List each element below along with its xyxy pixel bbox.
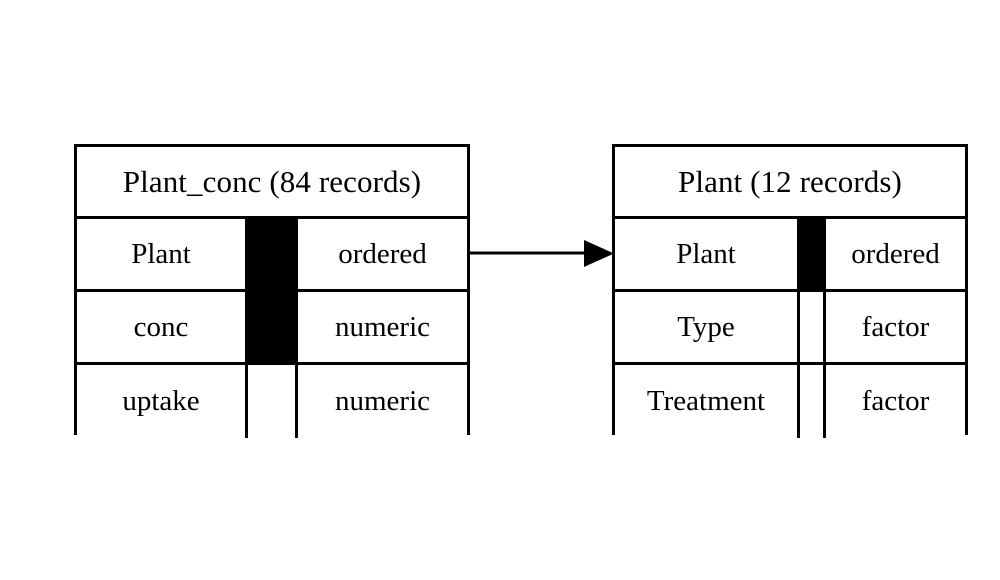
field-name-cell: uptake <box>77 365 248 438</box>
field-type-cell: factor <box>826 365 965 438</box>
field-type-cell: numeric <box>298 292 467 362</box>
primary-key-marker-empty <box>800 292 826 362</box>
entity-title-plant: Plant (12 records) <box>615 147 965 219</box>
primary-key-marker <box>248 219 298 289</box>
table-row[interactable]: conc numeric <box>77 292 467 365</box>
field-type-cell: ordered <box>298 219 467 289</box>
table-row[interactable]: Type factor <box>615 292 965 365</box>
field-type-cell: numeric <box>298 365 467 438</box>
primary-key-marker-empty <box>248 365 298 438</box>
table-row[interactable]: Plant ordered <box>615 219 965 292</box>
table-row[interactable]: Plant ordered <box>77 219 467 292</box>
field-name-cell: Treatment <box>615 365 800 438</box>
field-list-plant: Plant ordered Type factor Treatment fact… <box>615 219 965 438</box>
field-type-cell: ordered <box>826 219 965 289</box>
field-name-cell: Plant <box>615 219 800 289</box>
entity-title-plant-conc: Plant_conc (84 records) <box>77 147 467 219</box>
primary-key-marker <box>248 292 298 362</box>
field-name-cell: Type <box>615 292 800 362</box>
field-name-cell: Plant <box>77 219 248 289</box>
primary-key-marker <box>800 219 826 289</box>
entity-table-plant-conc[interactable]: Plant_conc (84 records) Plant ordered co… <box>74 144 470 438</box>
field-type-cell: factor <box>826 292 965 362</box>
primary-key-marker-empty <box>800 365 826 438</box>
table-row[interactable]: Treatment factor <box>615 365 965 438</box>
entity-table-plant[interactable]: Plant (12 records) Plant ordered Type fa… <box>612 144 968 438</box>
relationship-arrow-icon <box>468 240 614 267</box>
field-list-plant-conc: Plant ordered conc numeric uptake numeri… <box>77 219 467 438</box>
table-row[interactable]: uptake numeric <box>77 365 467 438</box>
field-name-cell: conc <box>77 292 248 362</box>
